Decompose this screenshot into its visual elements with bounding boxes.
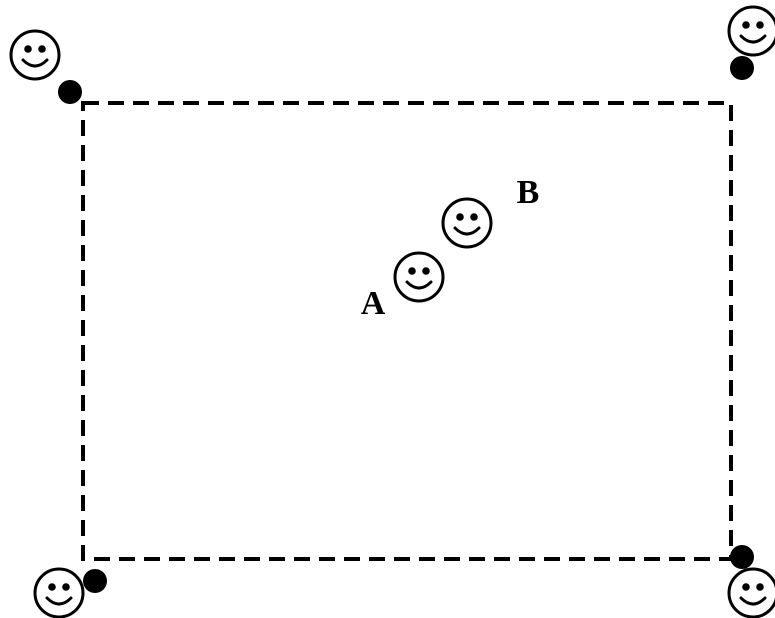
dashed-boundary-rectangle xyxy=(81,101,733,561)
corner-marker-top-left-dot-icon xyxy=(58,80,82,104)
corner-marker-top-right-dot-icon xyxy=(730,56,754,80)
smiley-face-icon-top-left xyxy=(9,29,61,81)
corner-marker-bottom-left-dot-icon xyxy=(83,569,107,593)
smiley-face-icon-b xyxy=(441,197,493,249)
smiley-face-icon-a xyxy=(393,251,445,303)
label-b: B xyxy=(517,174,540,211)
smiley-face-icon-bottom-right xyxy=(727,567,775,618)
label-a: A xyxy=(361,285,386,322)
smiley-face-icon-bottom-left xyxy=(33,567,85,618)
corner-marker-bottom-right-dot-icon xyxy=(730,545,754,569)
smiley-face-icon-top-right xyxy=(727,5,775,57)
